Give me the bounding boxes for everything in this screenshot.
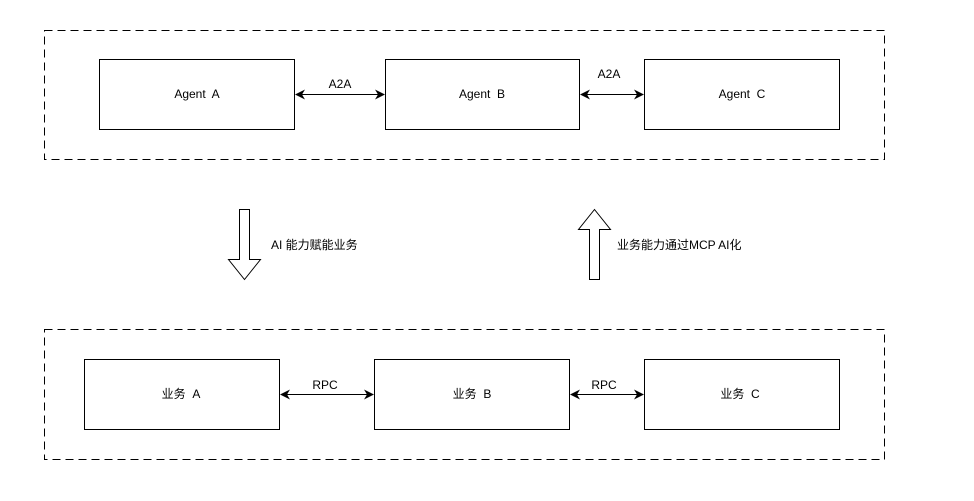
agent-node-b-label: Agent B bbox=[459, 87, 505, 101]
business-node-c-label: 业务 C bbox=[720, 386, 760, 401]
rpc-label-bc: RPC bbox=[591, 378, 617, 392]
agent-node-a-label: Agent A bbox=[174, 87, 219, 101]
agent-node-c[interactable]: Agent C bbox=[644, 59, 840, 130]
business-node-a[interactable]: 业务 A bbox=[84, 359, 280, 430]
rpc-label-ab: RPC bbox=[312, 378, 338, 392]
up-flow-arrow-icon bbox=[577, 208, 612, 280]
a2a-label-ab: A2A bbox=[329, 77, 352, 91]
business-node-b-label: 业务 B bbox=[453, 386, 492, 401]
down-flow-arrow-icon bbox=[227, 209, 262, 281]
agent-node-b[interactable]: Agent B bbox=[385, 59, 580, 130]
up-flow-label: 业务能力通过MCP AI化 bbox=[617, 237, 741, 252]
business-layer-container bbox=[44, 329, 885, 460]
a2a-label-bc: A2A bbox=[598, 67, 621, 81]
agent-node-c-label: Agent C bbox=[719, 87, 766, 101]
agent-node-a[interactable]: Agent A bbox=[99, 59, 295, 130]
agent-layer-container bbox=[44, 30, 885, 160]
business-node-c[interactable]: 业务 C bbox=[644, 359, 840, 430]
down-flow-label: AI 能力赋能业务 bbox=[271, 237, 358, 252]
business-node-a-label: 业务 A bbox=[162, 386, 201, 401]
business-node-b[interactable]: 业务 B bbox=[374, 359, 570, 430]
